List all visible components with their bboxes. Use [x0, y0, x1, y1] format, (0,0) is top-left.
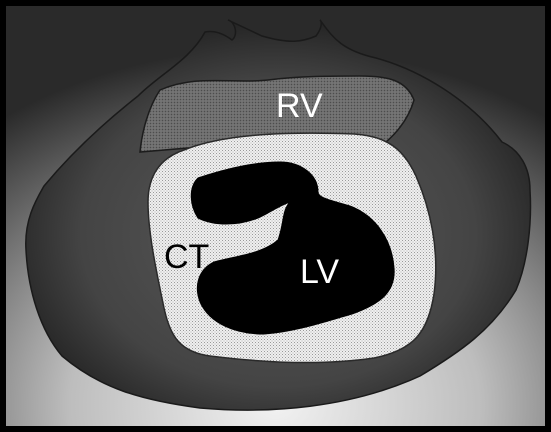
label-rv: RV	[276, 87, 323, 125]
label-ct: CT	[164, 238, 209, 276]
label-lv: LV	[300, 253, 339, 291]
